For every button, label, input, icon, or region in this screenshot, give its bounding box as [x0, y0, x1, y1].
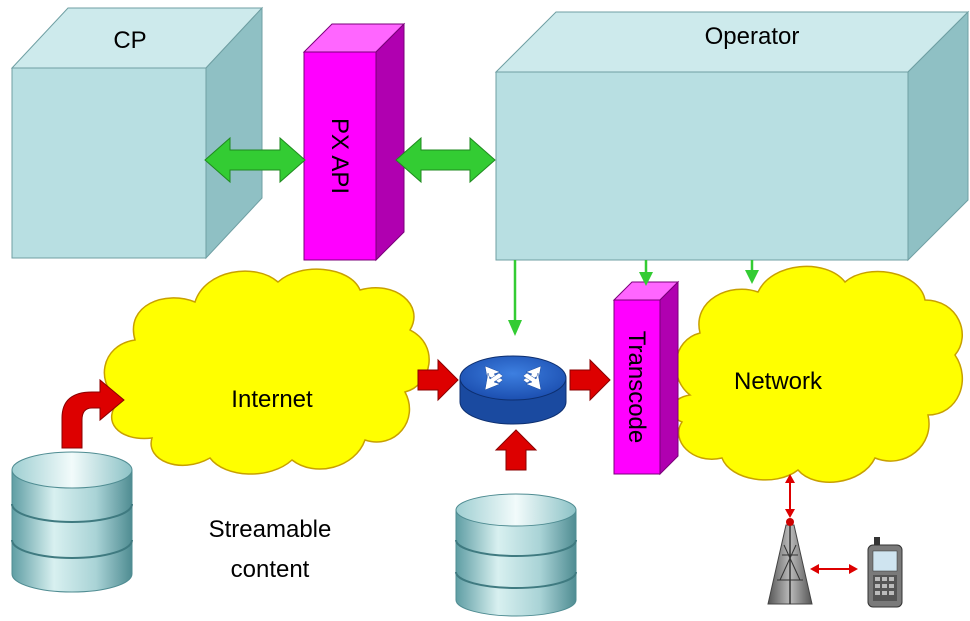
- px-api-label: PX API: [326, 118, 353, 194]
- red-arrow-internet-to-router: [417, 358, 459, 402]
- red-double-arrow-network-tower: [785, 474, 795, 518]
- network-cloud: Network: [671, 265, 964, 483]
- streamable-label-line1: Streamable: [209, 516, 332, 543]
- mobile-phone-icon: [867, 537, 903, 608]
- green-down-arrow-network: [745, 260, 759, 284]
- left-database-icon: [11, 451, 133, 593]
- green-down-arrow-router: [508, 260, 522, 336]
- internet-cloud: Internet: [103, 268, 430, 475]
- red-curved-arrow-db-to-internet: [61, 378, 125, 449]
- red-arrow-router-to-transcode: [569, 358, 611, 402]
- px-api-block: PX API: [302, 22, 406, 262]
- center-database-icon: [455, 493, 577, 617]
- cp-label: CP: [113, 27, 146, 54]
- streamable-label-line2: content: [231, 556, 310, 583]
- cp-box: CP: [10, 6, 264, 260]
- transcode-block: Transcode: [612, 280, 680, 476]
- green-double-arrow-pxapi-operator: [395, 136, 496, 184]
- transcode-label: Transcode: [623, 331, 650, 444]
- network-label: Network: [734, 368, 823, 395]
- cell-tower-icon: [767, 518, 813, 605]
- router-icon: [459, 355, 567, 425]
- green-down-arrow-transcode: [639, 260, 653, 286]
- internet-label: Internet: [231, 386, 313, 413]
- operator-label: Operator: [705, 23, 800, 50]
- red-arrow-db-to-router: [494, 429, 538, 471]
- green-double-arrow-cp-pxapi: [204, 136, 306, 184]
- red-double-arrow-tower-phone: [810, 564, 858, 574]
- operator-box: Operator: [494, 10, 970, 262]
